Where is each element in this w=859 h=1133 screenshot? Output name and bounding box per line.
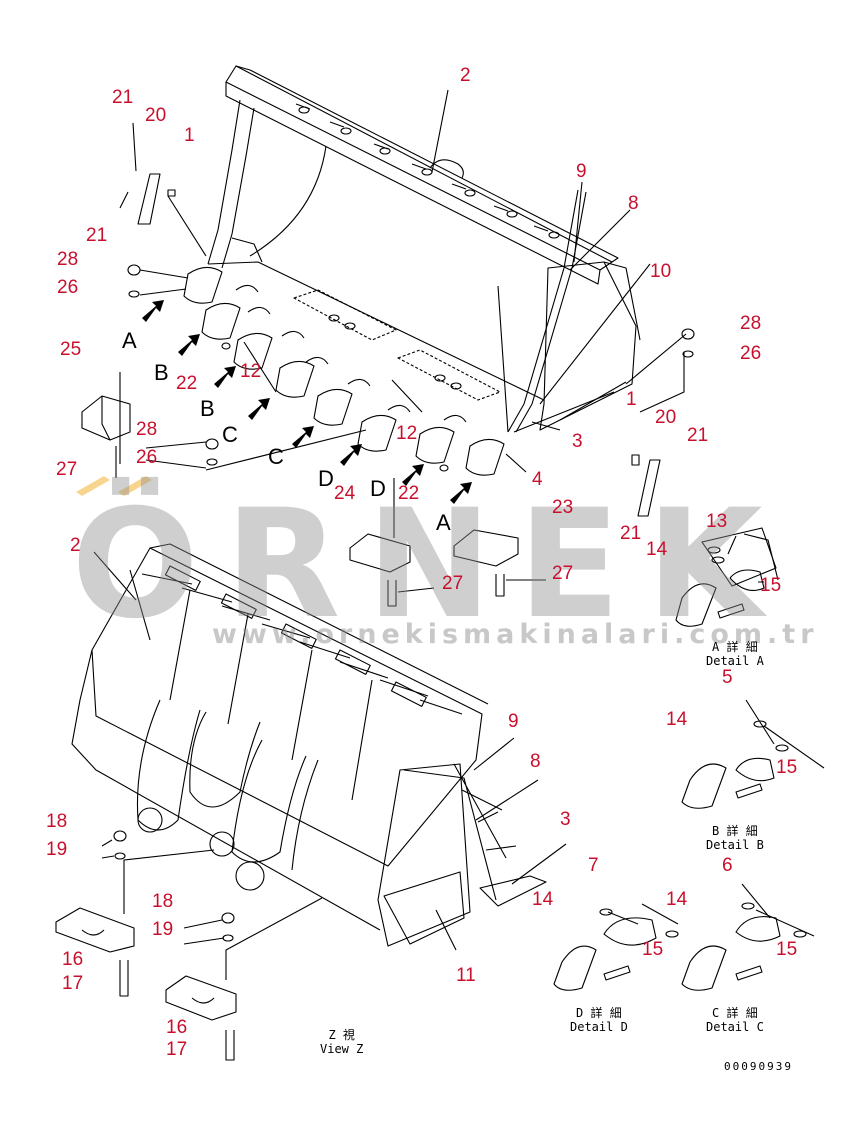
view-letter-c: C xyxy=(222,422,238,447)
callout-21: 21 xyxy=(86,225,108,246)
callout-21: 21 xyxy=(112,87,134,108)
callout-16: 16 xyxy=(166,1017,188,1038)
callout-14: 14 xyxy=(532,889,554,910)
callout-1: 1 xyxy=(184,125,195,146)
callout-9: 9 xyxy=(508,711,519,732)
view-letter-c: C xyxy=(268,444,284,469)
view-letter-b: B xyxy=(154,360,169,385)
callout-26: 26 xyxy=(136,447,158,468)
callout-22: 22 xyxy=(176,373,198,394)
callout-17: 17 xyxy=(166,1039,188,1060)
callout-2: 2 xyxy=(460,65,471,86)
lower-bucket-assembly xyxy=(55,543,567,1061)
callout-23: 23 xyxy=(552,497,574,518)
drawing-number: 00090939 xyxy=(724,1060,793,1073)
callout-8: 8 xyxy=(530,751,541,772)
callout-22: 22 xyxy=(398,483,420,504)
callout-14: 14 xyxy=(666,889,688,910)
callout-3: 3 xyxy=(572,431,583,452)
callout-12: 12 xyxy=(396,423,418,444)
callout-26: 26 xyxy=(57,277,79,298)
callout-20: 20 xyxy=(145,105,167,126)
callout-28: 28 xyxy=(740,313,762,334)
callout-27: 27 xyxy=(552,563,574,584)
callout-13: 13 xyxy=(706,511,728,532)
callout-14: 14 xyxy=(646,539,668,560)
callout-19: 19 xyxy=(152,919,174,940)
callout-4: 4 xyxy=(532,469,543,490)
callout-28: 28 xyxy=(136,419,158,440)
callout-18: 18 xyxy=(152,891,174,912)
callout-27: 27 xyxy=(56,459,78,480)
callout-11: 11 xyxy=(456,965,476,986)
callout-27: 27 xyxy=(442,573,464,594)
callout-24: 24 xyxy=(334,483,356,504)
callout-3: 3 xyxy=(560,809,571,830)
callout-8: 8 xyxy=(628,193,639,214)
view-letter-d: D xyxy=(318,466,334,491)
callout-28: 28 xyxy=(57,249,79,270)
callout-15: 15 xyxy=(760,575,782,596)
callout-15: 15 xyxy=(776,939,798,960)
detail-c xyxy=(681,883,815,991)
callout-2: 2 xyxy=(70,535,81,556)
callout-25: 25 xyxy=(60,339,82,360)
detail-b xyxy=(681,699,825,809)
callout-16: 16 xyxy=(62,949,84,970)
view-letter-d: D xyxy=(370,476,386,501)
callout-21: 21 xyxy=(687,425,709,446)
view-letter-a: A xyxy=(436,510,451,535)
callout-6: 6 xyxy=(722,855,733,876)
view-letter-b: B xyxy=(200,396,215,421)
callout-7: 7 xyxy=(588,855,599,876)
view-letter-a: A xyxy=(122,328,137,353)
detail-d xyxy=(553,903,679,991)
callout-9: 9 xyxy=(576,161,587,182)
callout-15: 15 xyxy=(642,939,664,960)
detail-a xyxy=(675,527,779,627)
callout-19: 19 xyxy=(46,839,68,860)
callout-21: 21 xyxy=(620,523,642,544)
callout-14: 14 xyxy=(666,709,688,730)
callout-17: 17 xyxy=(62,973,84,994)
callout-10: 10 xyxy=(650,261,672,282)
watermark-brand: ÖRNEK xyxy=(71,478,789,652)
callout-15: 15 xyxy=(776,757,798,778)
callout-18: 18 xyxy=(46,811,68,832)
watermark-accent xyxy=(76,476,152,496)
callout-20: 20 xyxy=(655,407,677,428)
callout-1: 1 xyxy=(626,389,637,410)
callout-5: 5 xyxy=(722,667,733,688)
watermark-url: www.ornekismakinalari.com.tr xyxy=(212,619,819,650)
upper-bucket-assembly xyxy=(81,65,695,607)
callout-26: 26 xyxy=(740,343,762,364)
arrow-markers xyxy=(142,300,472,504)
callout-12: 12 xyxy=(240,361,262,382)
